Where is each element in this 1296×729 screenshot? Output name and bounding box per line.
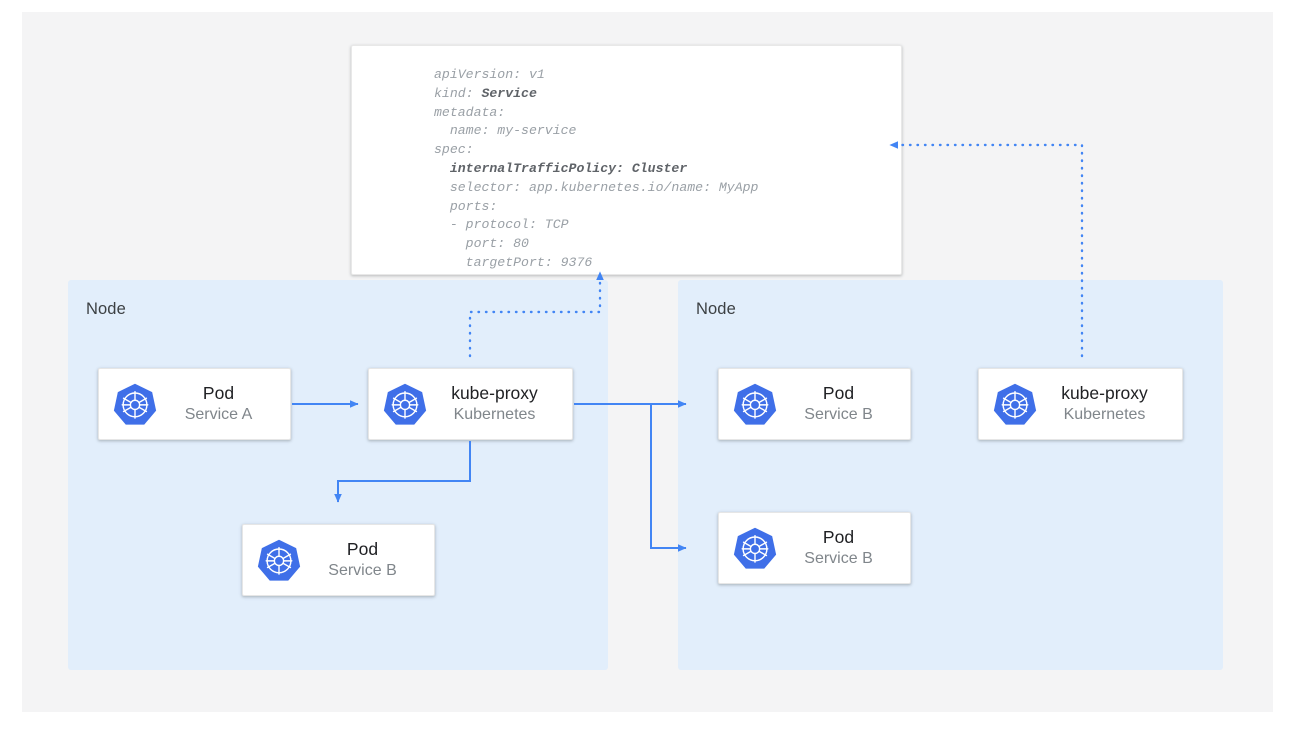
card-title: Pod: [346, 539, 379, 560]
node-right-container: [678, 280, 1223, 670]
kubernetes-logo-icon: [113, 383, 157, 425]
node-right-label: Node: [696, 300, 736, 318]
card-subtitle: Service B: [804, 405, 873, 423]
card-subtitle: Service A: [184, 405, 253, 423]
card-pod-service-b-right-bottom[interactable]: Pod Service B: [718, 512, 911, 584]
yaml-line-protocol: - protocol: TCP: [434, 217, 569, 233]
yaml-line-apiversion: apiVersion: v1: [434, 67, 545, 82]
card-subtitle: Kubernetes: [453, 405, 536, 423]
node-left-label: Node: [86, 300, 126, 318]
card-subtitle: Service B: [804, 549, 873, 567]
node-left-container: [68, 280, 608, 670]
kubernetes-logo-icon: [383, 383, 427, 425]
yaml-line-ports: ports:: [434, 198, 498, 214]
yaml-line-metadata-name: name: my-service: [434, 123, 577, 139]
diagram-canvas: apiVersion: v1 kind: Service metadata: n…: [22, 12, 1273, 712]
card-text: Pod Service B: [777, 527, 910, 569]
card-title: Pod: [822, 383, 855, 404]
card-kube-proxy-right[interactable]: kube-proxy Kubernetes: [978, 368, 1183, 440]
kubernetes-logo-icon: [993, 383, 1037, 425]
card-subtitle: Kubernetes: [1063, 405, 1146, 423]
yaml-kind-value: Service: [481, 85, 537, 101]
card-title: Pod: [822, 527, 855, 548]
card-subtitle: Service B: [328, 561, 397, 579]
card-title: kube-proxy: [451, 383, 538, 404]
service-yaml-card: apiVersion: v1 kind: Service metadata: n…: [351, 45, 902, 275]
card-title: Pod: [202, 383, 235, 404]
yaml-line-internal-traffic-policy: internalTrafficPolicy: Cluster: [434, 160, 688, 176]
yaml-line-targetport: targetPort: 9376: [434, 254, 593, 270]
yaml-line-selector: selector: app.kubernetes.io/name: MyApp: [434, 179, 759, 195]
card-text: Pod Service A: [157, 383, 290, 425]
card-text: Pod Service B: [301, 539, 434, 581]
yaml-line-kind: kind: Service: [434, 85, 537, 101]
card-pod-service-b-right-top[interactable]: Pod Service B: [718, 368, 911, 440]
kubernetes-logo-icon: [733, 527, 777, 569]
yaml-line-port: port: 80: [434, 236, 529, 252]
card-title: kube-proxy: [1061, 383, 1148, 404]
card-pod-service-b-left[interactable]: Pod Service B: [242, 524, 435, 596]
card-text: kube-proxy Kubernetes: [427, 383, 572, 425]
yaml-line-metadata: metadata:: [434, 104, 506, 120]
card-text: kube-proxy Kubernetes: [1037, 383, 1182, 425]
kubernetes-logo-icon: [733, 383, 777, 425]
card-kube-proxy-left[interactable]: kube-proxy Kubernetes: [368, 368, 573, 440]
yaml-line-spec: spec:: [434, 142, 474, 158]
kubernetes-logo-icon: [257, 539, 301, 581]
card-text: Pod Service B: [777, 383, 910, 425]
service-yaml-code: apiVersion: v1 kind: Service metadata: n…: [434, 66, 758, 273]
card-pod-service-a[interactable]: Pod Service A: [98, 368, 291, 440]
